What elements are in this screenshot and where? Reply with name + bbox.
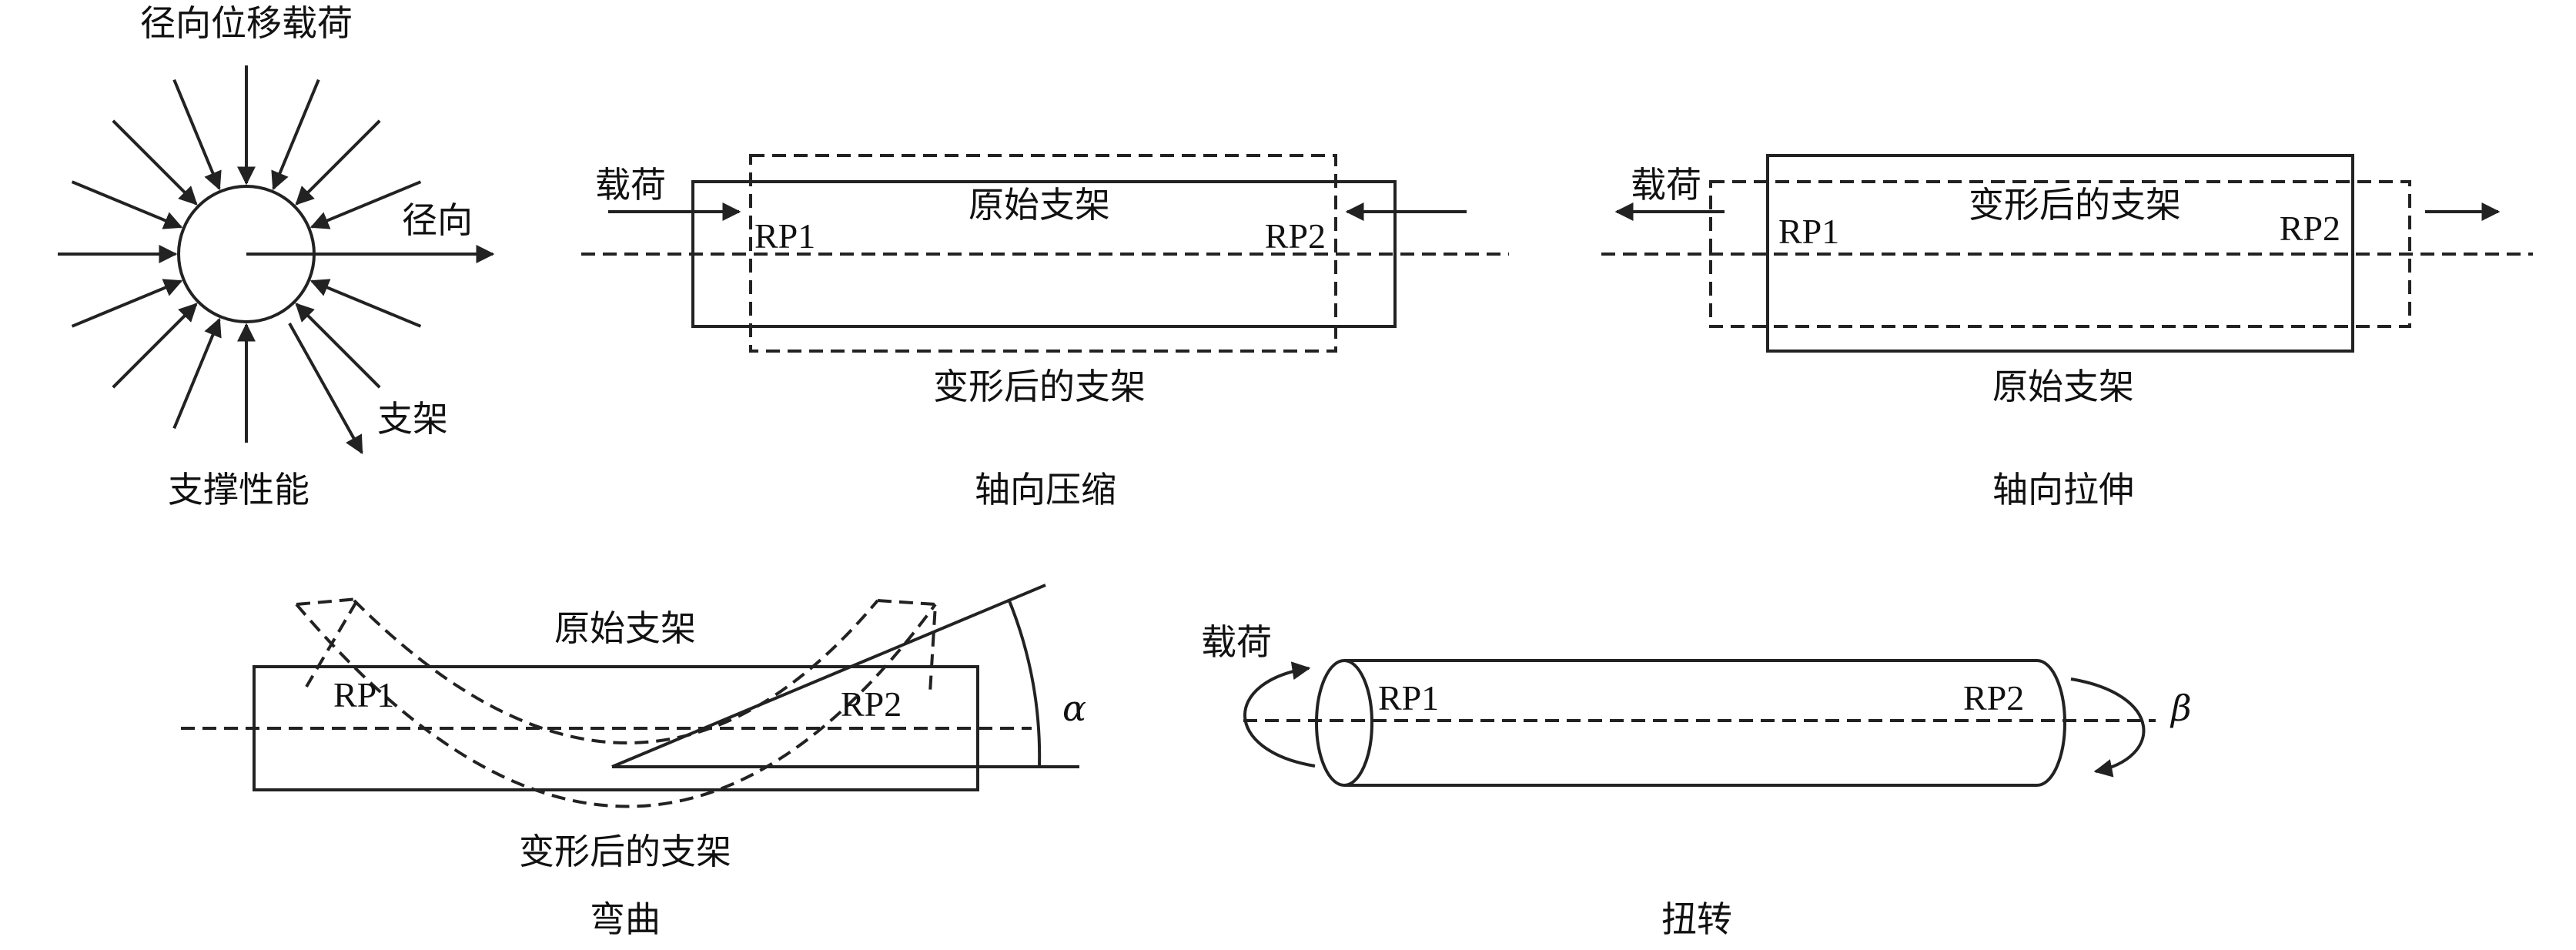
bending-deformed-label: 变形后的支架 [519, 831, 731, 872]
bending-original-stent [253, 665, 979, 791]
radial-load-arrow [309, 279, 422, 328]
radial-arrows [58, 65, 422, 443]
tension-caption: 轴向拉伸 [1992, 469, 2134, 510]
radial-load-arrow [295, 303, 381, 389]
torsion-rp1: RP1 [1378, 678, 1439, 718]
torsion-load-label: 载荷 [1201, 621, 1272, 663]
torsion-cylinder-right-end [2036, 659, 2066, 787]
compression-original-stent [691, 180, 1397, 328]
radial-panel: 径向位移载荷 径向 支架 支撑性能 [58, 2, 495, 510]
torsion-angle-beta: β [2170, 687, 2192, 729]
radial-load-arrow [172, 317, 222, 430]
tension-panel: 载荷 变形后的支架 RP1 RP2 原始支架 轴向拉伸 [1601, 154, 2533, 510]
bending-angle-arc [1007, 598, 1042, 768]
tension-rp1: RP1 [1778, 212, 1839, 251]
torsion-left-rotation-arrow [1243, 661, 1316, 768]
tension-load-label: 载荷 [1631, 164, 1701, 206]
bending-rp1: RP1 [333, 675, 394, 714]
radial-load-arrow [112, 303, 198, 389]
bending-caption: 弯曲 [590, 898, 661, 940]
radial-load-arrow [71, 180, 183, 229]
radial-load-arrow [172, 79, 222, 191]
bending-original-label: 原始支架 [554, 607, 696, 649]
radial-caption: 支撑性能 [168, 469, 309, 510]
compression-panel: 载荷 原始支架 RP1 RP2 变形后的支架 轴向压缩 [581, 154, 1509, 510]
radial-load-arrow [112, 119, 198, 206]
torsion-caption: 扭转 [1661, 898, 1732, 940]
bending-deformed-right-cap [877, 599, 938, 694]
tension-rp2: RP2 [2280, 209, 2340, 248]
torsion-rp2: RP2 [1963, 678, 2024, 718]
torsion-cylinder-left-end [1315, 659, 1373, 787]
compression-caption: 轴向压缩 [975, 469, 1116, 510]
radial-load-arrow [295, 119, 381, 206]
compression-rp2: RP2 [1265, 216, 1326, 256]
radial-load-arrow [309, 180, 422, 229]
compression-load-label: 载荷 [595, 164, 666, 206]
radial-load-arrow [271, 79, 320, 191]
bending-deformed-lower-arc [295, 603, 937, 808]
bending-angle-alpha: α [1062, 687, 1086, 729]
compression-deformed-stent [749, 154, 1337, 353]
tension-deformed-stent [1709, 180, 2411, 328]
tension-deformed-label: 变形后的支架 [1969, 184, 2181, 226]
compression-deformed-label: 变形后的支架 [933, 366, 1146, 407]
radial-load-arrow [71, 279, 183, 328]
bending-rp2: RP2 [841, 684, 902, 724]
bending-panel: α 原始支架 RP1 RP2 变形后的支架 弯曲 [181, 584, 1086, 940]
torsion-panel: 载荷 RP1 RP2 β 扭转 [1201, 621, 2192, 940]
bending-rotated-line [611, 584, 1046, 768]
stent-label: 支架 [377, 398, 448, 440]
bending-deformed-left-cap [296, 597, 361, 688]
tension-original-stent [1766, 154, 2354, 353]
radial-direction-label: 径向 [402, 199, 473, 241]
compression-original-label: 原始支架 [969, 184, 1110, 226]
radial-load-title: 径向位移载荷 [140, 2, 353, 44]
compression-rp1: RP1 [754, 216, 815, 256]
torsion-right-rotation-arrow [2070, 677, 2146, 778]
stent-pointer [288, 323, 363, 455]
tension-original-label: 原始支架 [1992, 366, 2134, 407]
